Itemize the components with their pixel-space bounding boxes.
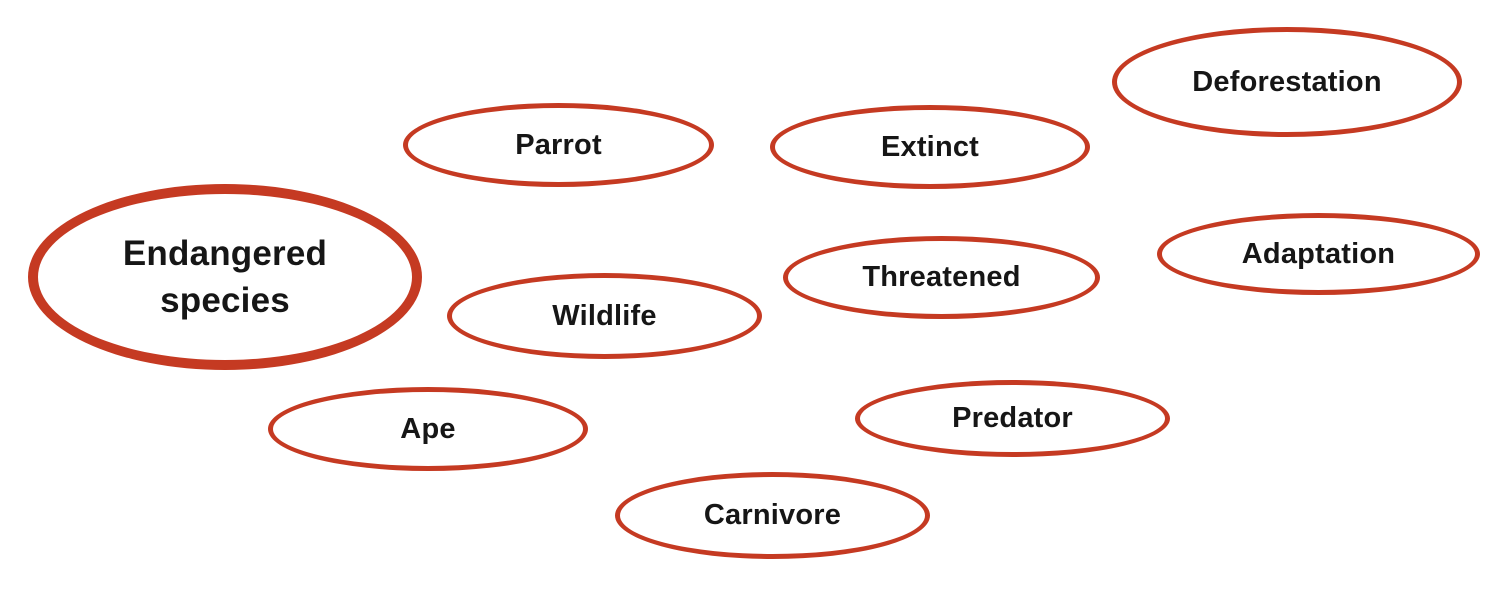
node-extinct: Extinct xyxy=(770,105,1090,189)
node-carnivore-label: Carnivore xyxy=(703,499,842,532)
node-deforestation: Deforestation xyxy=(1112,27,1462,137)
node-threatened-label: Threatened xyxy=(862,261,1021,294)
node-endangered-species: Endangered species xyxy=(28,184,422,370)
node-ape-label: Ape xyxy=(400,412,456,445)
node-wildlife-label: Wildlife xyxy=(552,299,657,332)
node-adaptation: Adaptation xyxy=(1157,213,1480,295)
node-predator: Predator xyxy=(855,380,1170,457)
node-threatened: Threatened xyxy=(783,236,1100,319)
node-deforestation-label: Deforestation xyxy=(1192,65,1382,98)
node-predator-label: Predator xyxy=(952,402,1073,435)
node-extinct-label: Extinct xyxy=(880,130,980,163)
node-carnivore: Carnivore xyxy=(615,472,930,559)
node-endangered-species-label: Endangered species xyxy=(122,233,328,320)
node-parrot-label: Parrot xyxy=(515,128,602,161)
node-parrot: Parrot xyxy=(403,103,714,187)
node-adaptation-label: Adaptation xyxy=(1241,237,1396,270)
node-ape: Ape xyxy=(268,387,588,471)
node-wildlife: Wildlife xyxy=(447,273,762,359)
